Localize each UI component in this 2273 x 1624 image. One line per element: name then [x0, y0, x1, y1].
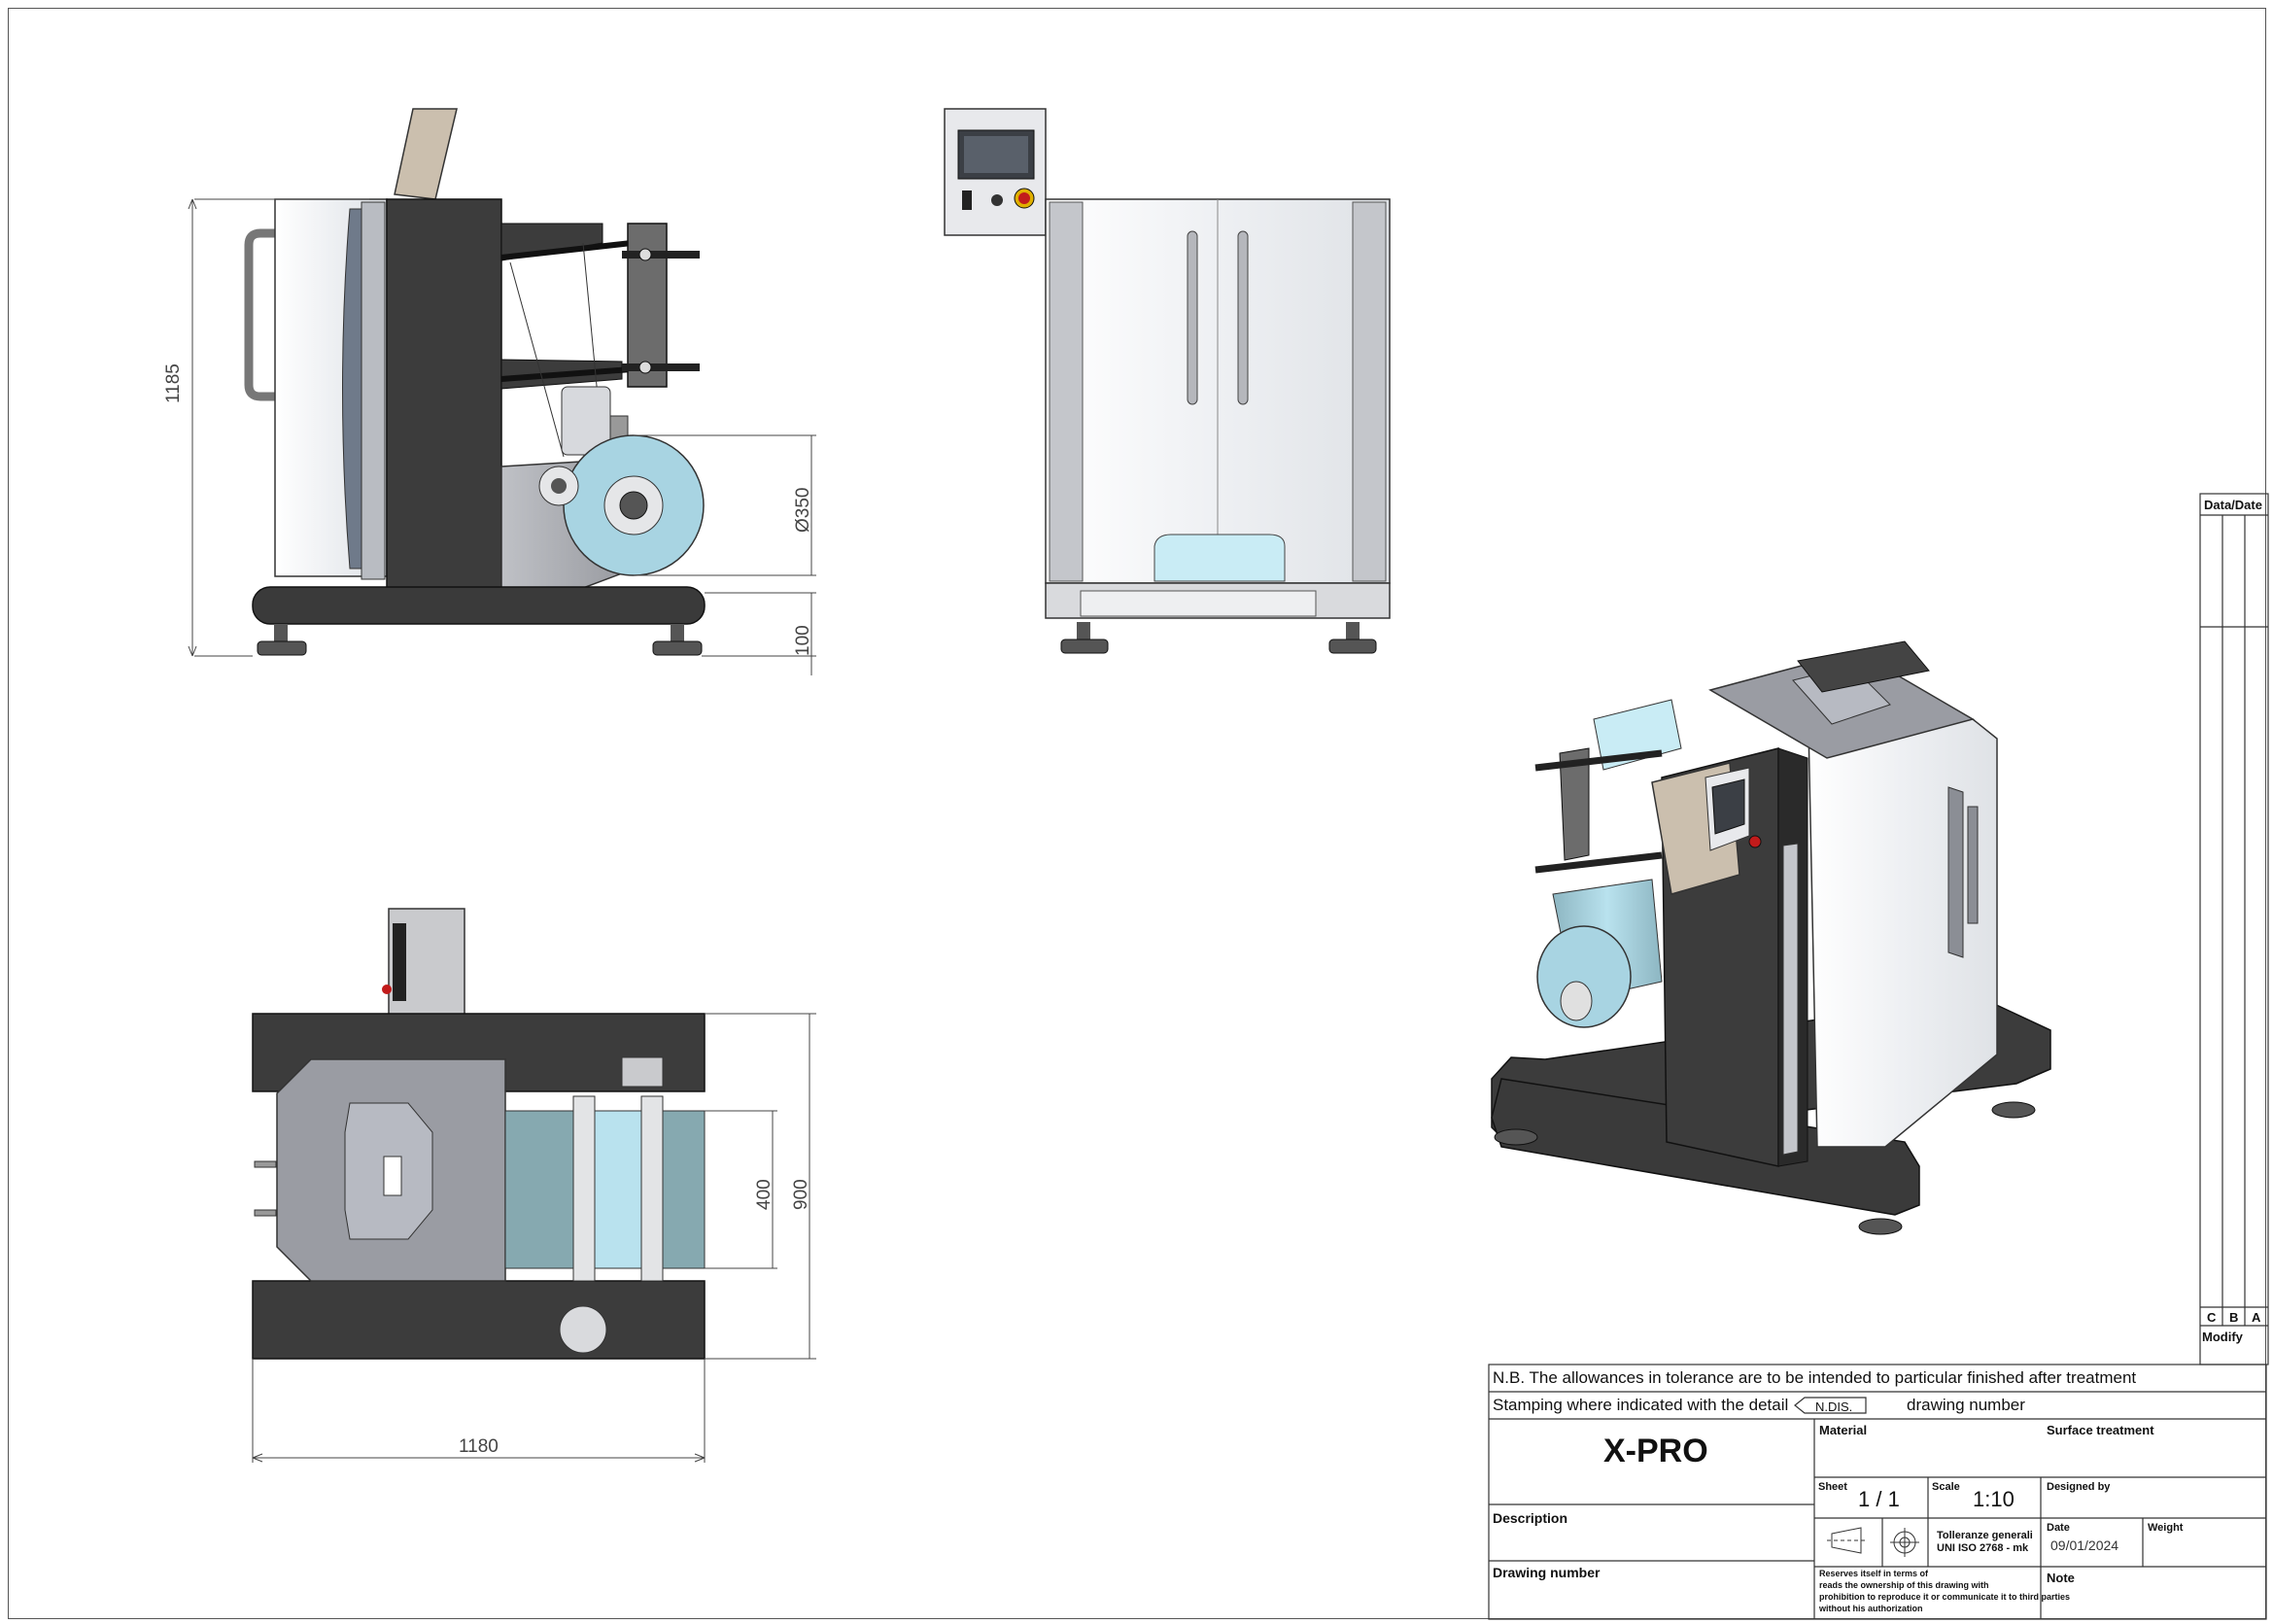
upper-arm: [500, 223, 603, 261]
isometric-view: [1491, 640, 2051, 1235]
dim-depth: 900: [791, 1179, 811, 1210]
tolerance-line-2: UNI ISO 2768 - mk: [1937, 1542, 2029, 1554]
surface-treatment-label: Surface treatment: [2047, 1423, 2154, 1437]
door-handle-left: [1187, 230, 1198, 405]
top-frame-lower: [252, 1280, 706, 1360]
front-roll: [1154, 534, 1286, 582]
revision-letter-a: A: [2252, 1310, 2261, 1325]
revision-letter-b: B: [2229, 1310, 2239, 1325]
tolerance-note: N.B. The allowances in tolerance are to …: [1493, 1368, 2137, 1387]
designed-by-label: Designed by: [2047, 1481, 2111, 1493]
front-view: [944, 108, 1391, 654]
dim-web-width: 400: [754, 1179, 775, 1210]
side-view: [188, 108, 816, 675]
ownership-line-4: without his authorization: [1819, 1604, 1923, 1613]
note-label: Note: [2047, 1571, 2075, 1585]
sheet-label: Sheet: [1818, 1481, 1847, 1493]
revision-letter-c: C: [2207, 1310, 2217, 1325]
curved-door: [342, 208, 362, 570]
stamping-label: Stamping where indicated with the detail: [1493, 1396, 1789, 1414]
drawing-title: X-PRO: [1603, 1433, 1708, 1469]
title-block-grid: [1488, 1364, 2267, 1620]
drawing-number-inline: drawing number: [1907, 1396, 2025, 1414]
drawing-number-label: Drawing number: [1493, 1565, 1601, 1580]
foot-right: [652, 640, 703, 656]
iso-screen: [1711, 778, 1745, 835]
dim-length: 1180: [459, 1436, 499, 1457]
scale-label: Scale: [1932, 1481, 1960, 1493]
ownership-line-3: prohibition to reproduce it or communica…: [1819, 1592, 2071, 1602]
top-view: [252, 908, 816, 1463]
top-dimension-lines: [252, 1013, 816, 1463]
date-label: Date: [2047, 1522, 2070, 1534]
stamp-symbol: N.DIS.: [1815, 1399, 1853, 1414]
base-frame: [252, 586, 706, 625]
dark-column: [386, 198, 502, 589]
ownership-line-1: Reserves itself in terms of: [1819, 1569, 1929, 1578]
beige-flap: [394, 108, 458, 200]
tolerance-line-1: Tolleranze generali: [1937, 1530, 2033, 1541]
foot-left: [257, 640, 307, 656]
handle: [244, 228, 276, 401]
drawing-frame: [8, 8, 2266, 1619]
tolerance-symbols: [1827, 1527, 1919, 1557]
ownership-line-2: reads the ownership of this drawing with: [1819, 1580, 1989, 1590]
description-label: Description: [1493, 1510, 1568, 1526]
revision-modify-label: Modify: [2202, 1330, 2243, 1344]
vertical-bar: [361, 201, 386, 580]
revision-table-grid: [2199, 493, 2269, 1365]
sheet-value: 1 / 1: [1858, 1487, 1900, 1511]
scale-value: 1:10: [1973, 1487, 2015, 1511]
weight-label: Weight: [2148, 1522, 2184, 1534]
revision-header: Data/Date: [2204, 498, 2262, 512]
door-handle-right: [1237, 230, 1249, 405]
top-motor: [559, 1305, 607, 1354]
dim-height-total: 1185: [163, 363, 184, 403]
material-label: Material: [1819, 1423, 1868, 1437]
dim-foot-height: 100: [793, 625, 813, 656]
date-value: 09/01/2024: [2050, 1538, 2119, 1553]
side-dimension-lines: [188, 198, 816, 675]
dim-roll-diameter: Ø350: [793, 487, 813, 533]
